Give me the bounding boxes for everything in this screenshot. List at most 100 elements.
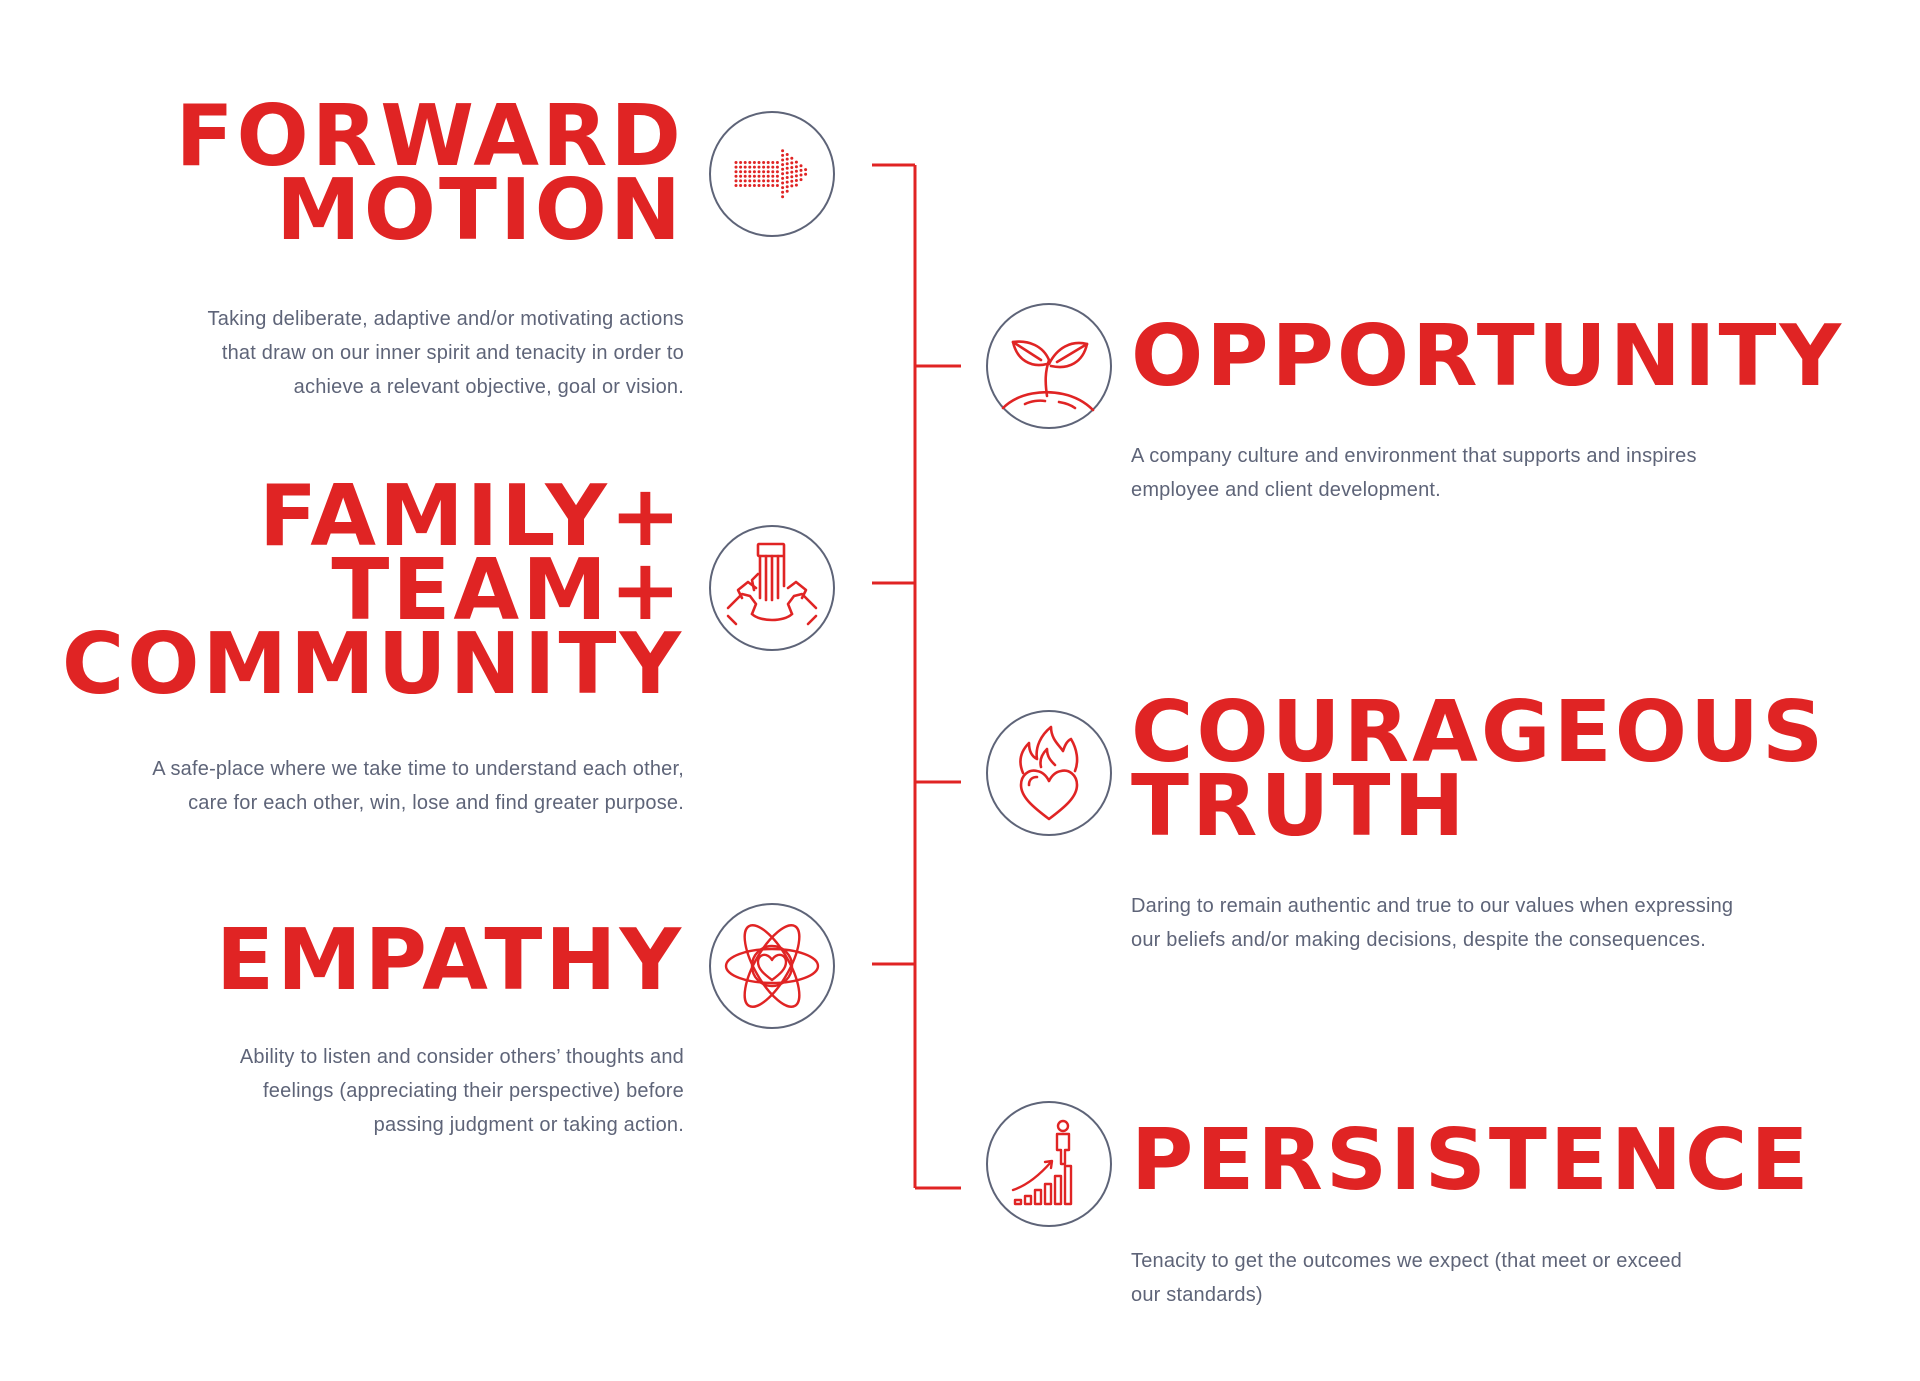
- arrow-dot: [771, 170, 775, 174]
- arrow-dot: [743, 161, 747, 164]
- desc-line: A safe-place where we take time to under…: [152, 758, 684, 780]
- arrow-dot: [785, 157, 789, 161]
- title-forward-motion: FORWARD MOTION: [175, 87, 684, 260]
- arrow-dot: [794, 160, 798, 164]
- arrow-dot: [748, 174, 752, 178]
- title-line: COMMUNITY: [61, 615, 684, 714]
- desc-line: passing judgment or taking action.: [373, 1114, 684, 1136]
- title-persistence: PERSISTENCE: [1131, 1118, 1812, 1203]
- arrow-dot: [781, 176, 785, 180]
- arrow-dot: [775, 174, 779, 178]
- arrow-dot: [781, 190, 785, 194]
- title-line: MOTION: [276, 161, 684, 260]
- arrow-dot: [762, 170, 766, 174]
- arrow-dot: [743, 179, 747, 183]
- arrow-dot: [785, 185, 789, 189]
- arrow-dot: [785, 189, 789, 193]
- arrow-dot: [739, 174, 743, 178]
- arrow-dot: [739, 170, 743, 174]
- desc-line: employee and client development.: [1131, 479, 1441, 501]
- arrow-dot: [781, 172, 785, 176]
- desc-line: feelings (appreciating their perspective…: [263, 1080, 684, 1102]
- arrow-dot: [785, 166, 789, 170]
- arrow-dot: [757, 161, 761, 164]
- arrow-dot: [766, 174, 770, 178]
- desc-line: our standards): [1131, 1284, 1263, 1306]
- arrow-dot: [785, 153, 789, 156]
- arrow-dot: [775, 165, 779, 169]
- arrow-dot: [762, 174, 766, 178]
- arrow-dot: [748, 179, 752, 183]
- arrow-dot: [752, 161, 756, 164]
- arrow-dot: [752, 170, 756, 174]
- arrow-dot: [790, 170, 794, 174]
- rising-bars-person-icon: [985, 1100, 1113, 1228]
- desc-persistence: Tenacity to get the outcomes we expect (…: [1131, 1244, 1682, 1312]
- arrow-dot: [775, 179, 779, 183]
- arrow-dot: [757, 184, 761, 187]
- arrow-dot: [748, 170, 752, 174]
- stacked-hands-icon: [708, 524, 836, 652]
- arrow-dot: [766, 179, 770, 183]
- arrow-dot: [794, 174, 798, 178]
- arrow-dot: [743, 184, 747, 187]
- arrow-dot: [739, 179, 743, 183]
- arrow-dot: [794, 183, 798, 187]
- desc-line: that draw on our inner spirit and tenaci…: [221, 342, 684, 364]
- arrow-dot: [790, 156, 794, 160]
- arrow-dot: [762, 161, 766, 164]
- arrow-dot: [743, 165, 747, 169]
- arrow-dot: [799, 173, 803, 177]
- arrow-dot: [794, 169, 798, 173]
- desc-line: Taking deliberate, adaptive and/or motiv…: [207, 308, 684, 330]
- arrow-dot: [804, 172, 808, 176]
- arrow-dot: [790, 175, 794, 179]
- arrow-dot: [790, 166, 794, 169]
- arrow-dot: [734, 184, 738, 187]
- desc-line: care for each other, win, lose and find …: [188, 792, 684, 814]
- arrow-dot: [752, 184, 756, 187]
- desc-forward-motion: Taking deliberate, adaptive and/or motiv…: [208, 302, 684, 404]
- arrow-dot: [734, 170, 738, 174]
- atom-heart-icon: [708, 902, 836, 1030]
- arrow-dot: [757, 165, 761, 169]
- arrow-dot: [739, 184, 743, 187]
- arrow-dot: [748, 165, 752, 169]
- title-line: FORWARD: [175, 87, 684, 186]
- title-line: COURAGEOUS: [1131, 683, 1827, 782]
- arrow-dot: [743, 170, 747, 174]
- arrow-dot: [748, 161, 752, 164]
- arrow-dot: [748, 184, 752, 187]
- arrow-dot: [775, 170, 779, 174]
- arrow-dot: [766, 165, 770, 169]
- arrow-dot: [790, 161, 794, 165]
- sprout-icon: [985, 302, 1113, 430]
- arrow-dot: [794, 165, 798, 169]
- arrow-dot: [766, 184, 770, 187]
- desc-line: Ability to listen and consider others’ t…: [239, 1046, 684, 1068]
- arrow-dot: [771, 161, 775, 164]
- arrow-dot: [771, 165, 775, 169]
- desc-line: Daring to remain authentic and true to o…: [1131, 895, 1734, 917]
- desc-line: our beliefs and/or making decisions, des…: [1131, 929, 1706, 951]
- arrow-dot: [775, 161, 779, 164]
- arrow-dot: [781, 186, 785, 190]
- arrow-dot: [781, 158, 785, 162]
- desc-line: Tenacity to get the outcomes we expect (…: [1131, 1250, 1682, 1272]
- arrow-dot: [739, 161, 743, 164]
- arrow-dot: [799, 178, 803, 182]
- title-courageous-truth: COURAGEOUS TRUTH: [1131, 683, 1827, 856]
- title-line: TRUTH: [1131, 757, 1468, 856]
- arrow-dot: [766, 170, 770, 174]
- arrow-dot: [781, 149, 785, 153]
- desc-line: achieve a relevant objective, goal or vi…: [293, 376, 684, 398]
- desc-courageous-truth: Daring to remain authentic and true to o…: [1131, 889, 1733, 957]
- arrow-dot: [757, 170, 761, 174]
- arrow-dot: [781, 163, 785, 167]
- arrow-dot: [785, 176, 789, 179]
- arrow-dot: [781, 181, 785, 185]
- arrow-dot: [734, 161, 738, 164]
- arrow-dot: [743, 174, 747, 178]
- flaming-heart-icon: [985, 709, 1113, 837]
- arrow-dot: [734, 174, 738, 178]
